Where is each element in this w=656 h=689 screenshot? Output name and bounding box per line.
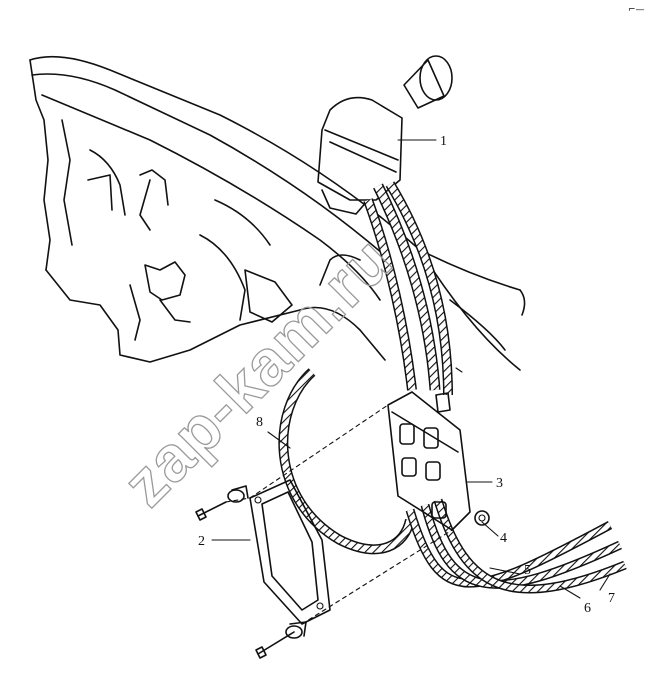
callout-6: 6 (584, 601, 591, 616)
callout-4: 4 (500, 531, 507, 546)
cab-panel (29, 55, 526, 373)
upper-bolt-and-washer (195, 485, 249, 521)
callout-3: 3 (496, 476, 503, 491)
part-1-socket-assembly (317, 55, 453, 215)
part-4-nut (474, 510, 490, 526)
part-3-connector-block (387, 391, 471, 531)
callout-8: 8 (256, 415, 263, 430)
leader-lines (211, 139, 611, 599)
corner-mark: ⌐— (628, 5, 645, 15)
callout-1: 1 (440, 134, 447, 149)
callout-5: 5 (524, 563, 531, 578)
assembly-guide-lines (225, 404, 453, 625)
callout-7: 7 (608, 591, 615, 606)
part-2-gasket (249, 479, 331, 625)
cable-harness (278, 181, 627, 594)
lower-bolt-and-washer (255, 621, 307, 659)
callout-2: 2 (198, 534, 205, 549)
